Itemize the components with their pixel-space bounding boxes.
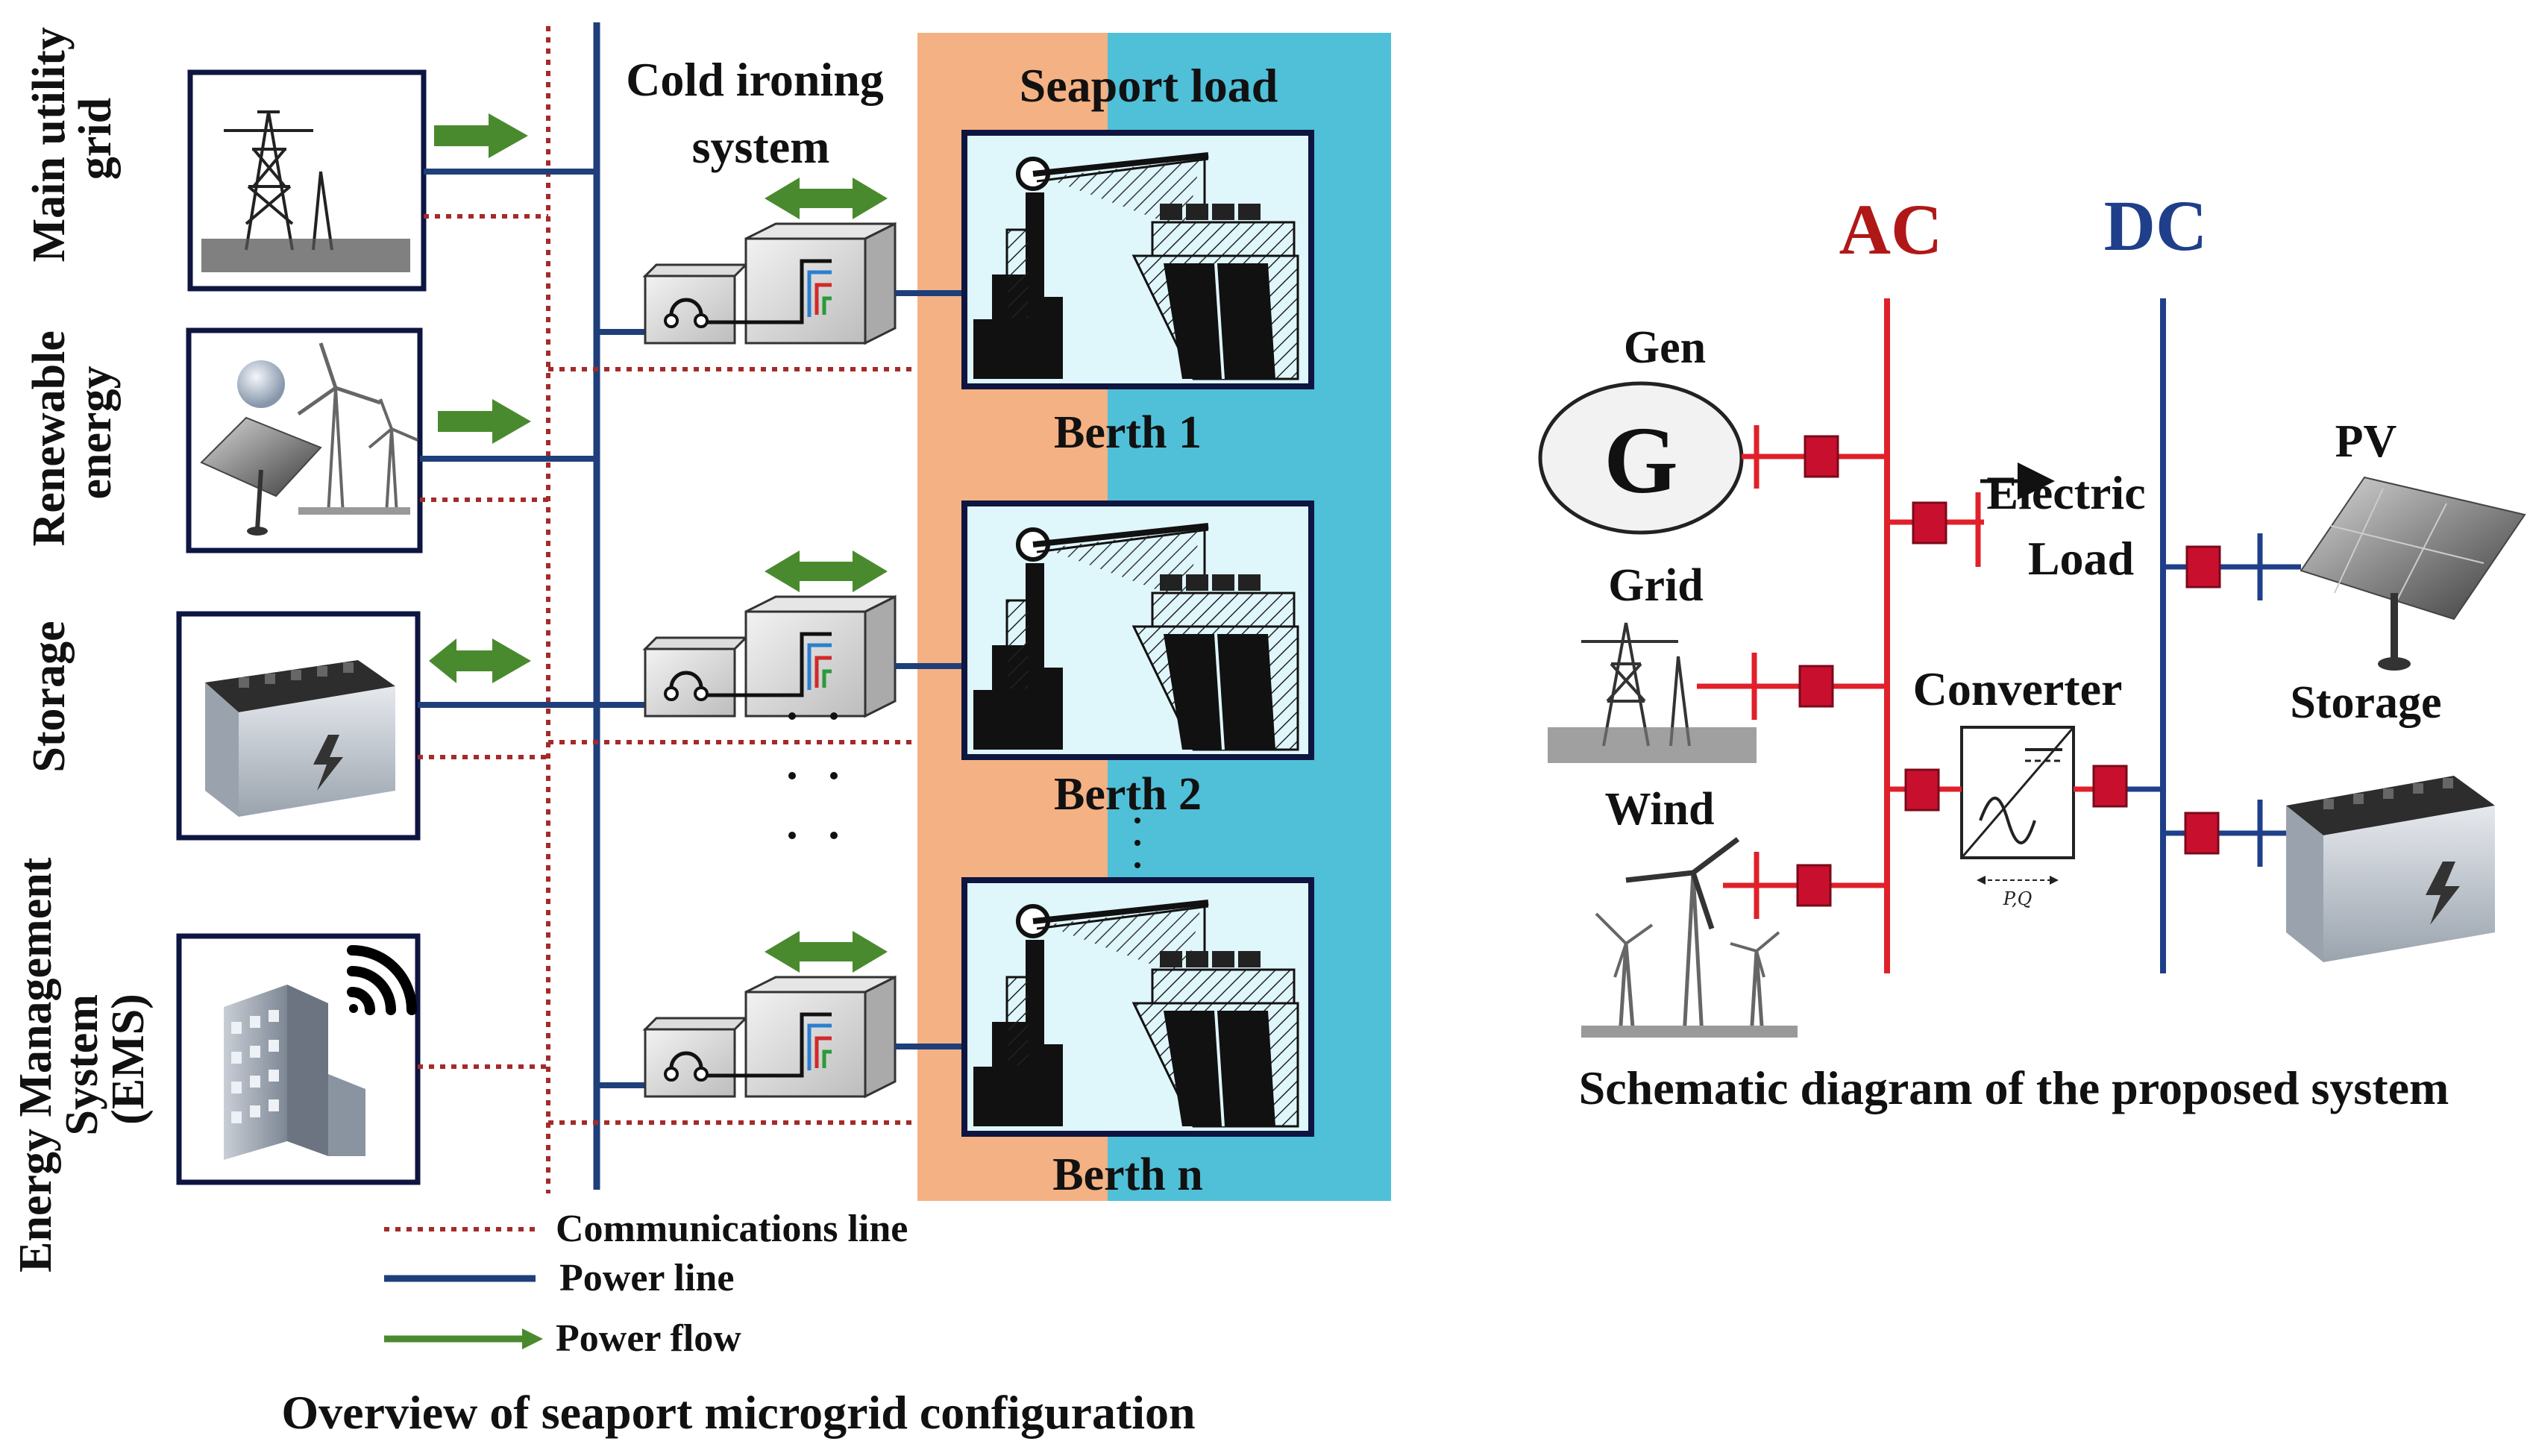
storage-label: Storage [2290,677,2441,728]
source-label-ems: Energy Management System (EMS) [10,846,154,1273]
berth-box [961,501,1314,760]
charger-unit-icon [642,222,897,345]
storage-breaker [2184,812,2220,855]
grid-breaker [1798,665,1834,708]
wifi-icon [347,945,417,1015]
right-caption: Schematic diagram of the proposed system [1579,1061,2449,1114]
wind-label: Wind [1604,784,1714,835]
load-breaker [1912,501,1947,545]
berth-label: Berth 2 [1054,769,1202,820]
load-label: Electric Load [1986,466,2157,585]
solar-panel-icon [200,416,322,536]
converter-label: Converter [1913,662,2123,715]
pv-connection [2163,533,2301,600]
gen-connection [1742,425,1887,489]
gen-label: Gen [1624,322,1706,373]
converter-ac-connection [1887,768,1962,812]
left-panel: Main utility grid Renewable energy Stora… [10,16,1391,1439]
continuation-dots [788,712,1140,868]
cold-ironing-row: Berth 2 [548,501,1314,820]
wind-breaker [1796,864,1832,907]
dc-label: DC [2104,186,2208,266]
converter-dc-breaker [2092,765,2128,808]
wind-connection [1723,852,1887,919]
building-icon [224,985,365,1160]
storage-flow-arrow [429,638,531,683]
storage-box [176,611,421,841]
source-label-renewable-energy: Renewable energy [24,319,121,547]
pv-breaker [2185,545,2221,589]
cold-ironing-row: Berth n [548,877,1314,1200]
converter-ac-breaker [1904,768,1940,812]
charger-flow-arrow [765,550,888,592]
grid-tower-icon [1548,622,1757,763]
right-panel: AC DC Gen G Electric Load Grid [1538,186,2526,1114]
legend-power-label: Power line [559,1257,734,1299]
gen-breaker [1804,435,1839,478]
main-grid-flow-arrow [434,113,528,158]
left-caption: Overview of seaport microgrid configurat… [281,1386,1195,1439]
grid-label: Grid [1608,560,1703,611]
charger-unit-icon [642,594,897,718]
ac-label: AC [1839,189,1943,269]
berth-label: Berth n [1052,1149,1203,1200]
sun-icon [237,360,285,408]
cold-ironing-title: Cold ironing system [626,53,896,173]
wind-turbines-icon [1581,837,1798,1038]
storage-connection [2163,800,2286,867]
legend-comm-label: Communications line [556,1208,908,1250]
storage-battery-icon [2286,776,2495,962]
converter-icon [1960,726,2075,885]
charger-flow-arrow [765,178,888,219]
ems-box [176,933,421,1185]
pv-label: PV [2335,416,2397,467]
charger-flow-arrow [765,931,888,973]
wind-turbine-icon [297,342,418,515]
berth-box [961,130,1314,389]
transmission-tower-icon [224,110,333,251]
source-label-storage: Storage [24,621,75,772]
source-label-main-utility-grid: Main utility grid [24,16,121,263]
grid-connection [1697,653,1887,720]
renewable-flow-arrow [438,399,531,444]
converter-sub-label: P,Q [2003,888,2033,909]
renewable-box [186,327,423,553]
generator-icon: G [1538,381,1744,535]
legend-flow-label: Power flow [556,1317,741,1360]
legend: Communications line Power line Power flo… [384,1208,908,1360]
berth-box [961,877,1314,1137]
berth-label: Berth 1 [1054,407,1202,458]
main-grid-box [187,69,427,292]
seaport-load-title: Seaport load [1020,59,1278,112]
converter-dc-connection [2074,765,2163,808]
charger-unit-icon [642,975,897,1099]
load-connection [1887,462,2055,567]
pv-panel-icon [2300,476,2526,671]
cold-ironing-row: Berth 1 [548,130,1314,458]
generator-symbol: G [1604,407,1678,513]
battery-icon [205,660,395,817]
